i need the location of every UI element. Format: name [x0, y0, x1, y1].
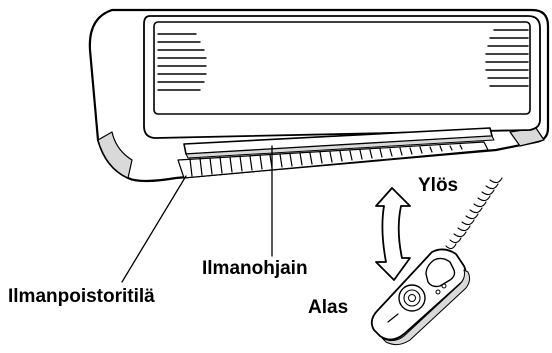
- label-air-guide: Ilmanohjain: [202, 259, 308, 278]
- label-down: Alas: [308, 298, 348, 317]
- up-down-arrow: [376, 188, 410, 280]
- label-up: Ylös: [418, 176, 458, 195]
- label-air-outlet: Ilmanpoistoritilä: [8, 287, 155, 306]
- leader-air-outlet: [122, 176, 186, 282]
- indoor-unit: [90, 10, 548, 181]
